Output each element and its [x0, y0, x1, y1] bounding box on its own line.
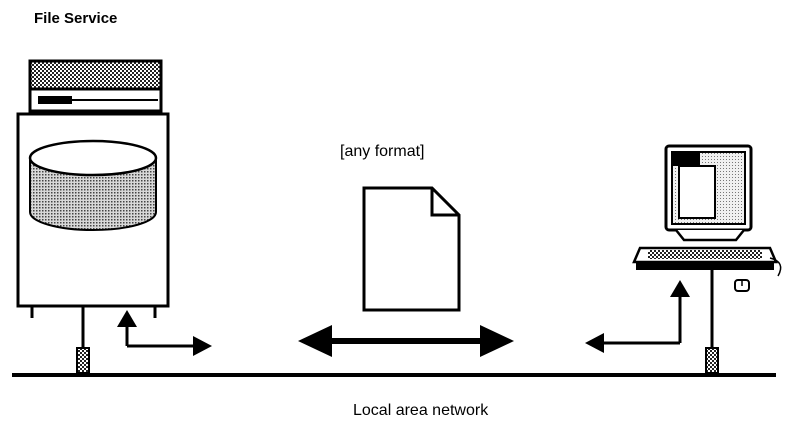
workstation-icon [585, 144, 782, 374]
bidirectional-arrow-icon [298, 325, 514, 357]
document-format-label: [any format] [340, 143, 425, 160]
document-icon [362, 186, 461, 312]
diagram-title: File Service [34, 10, 118, 27]
network-line [12, 373, 776, 377]
network-label: Local area network [353, 402, 489, 419]
file-server-icon [16, 59, 212, 374]
